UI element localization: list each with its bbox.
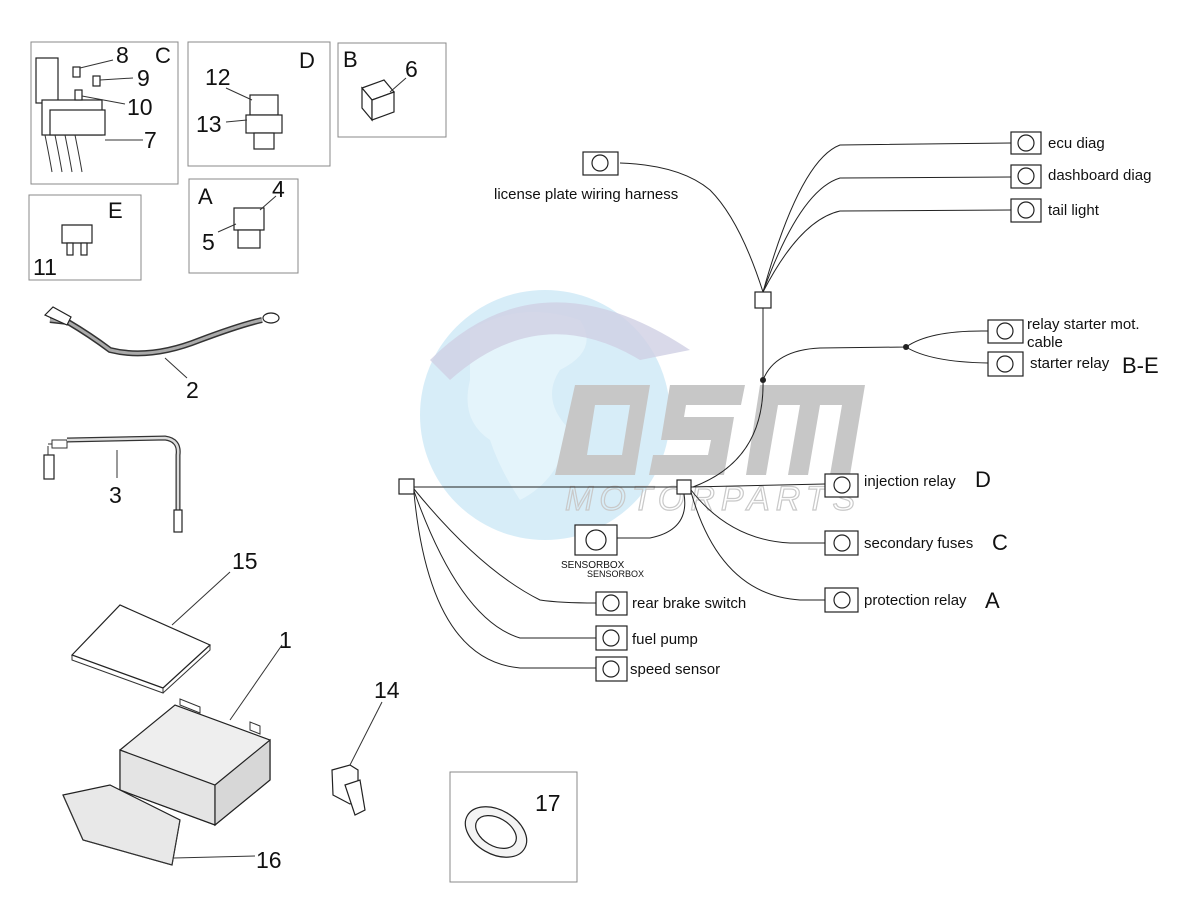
connector-protection-relay	[824, 587, 859, 613]
label-tail-light: tail light	[1048, 202, 1100, 219]
junction-middle	[676, 479, 692, 495]
part-number-11: 11	[33, 254, 57, 280]
part-number-2: 2	[186, 377, 199, 403]
part-number-16: 16	[256, 847, 282, 873]
osm-watermark: MOTORPARTS	[420, 290, 865, 540]
part-number-8: 8	[116, 42, 129, 68]
label-injection-relay: injection relay	[864, 473, 956, 490]
connector-14	[331, 764, 366, 816]
connector-starter-relay	[987, 351, 1024, 377]
part-number-15: 15	[232, 548, 258, 574]
panel-a-letter: A	[198, 184, 213, 209]
connector-sensorbox	[574, 524, 618, 556]
watermark-sub: MOTORPARTS	[565, 480, 861, 518]
label-ecu-diag: ecu diag	[1048, 135, 1105, 152]
tag-secondary-fuses: C	[992, 530, 1008, 555]
label-fuel-pump: fuel pump	[632, 631, 698, 648]
watermark-globe-land	[467, 312, 587, 500]
part-number-3: 3	[109, 482, 122, 508]
connector-ecu-diag	[1010, 131, 1042, 155]
connector-secondary-fuses	[824, 530, 859, 556]
label-starter-relay: starter relay	[1030, 355, 1110, 372]
grommet-icon	[464, 806, 528, 858]
junction-upper	[754, 291, 772, 309]
panel-d-injection-relay: D 12 13	[187, 41, 331, 167]
label-dashboard-diag: dashboard diag	[1048, 167, 1151, 184]
label-relay-starter-1: relay starter mot.	[1027, 316, 1140, 333]
label-sensorbox-1: SENSORBOX	[561, 560, 625, 571]
splice-dot-starter	[903, 344, 909, 350]
panel-grommet: 17	[449, 771, 578, 883]
connector-relay-starter-cable	[987, 319, 1024, 344]
label-license-plate: license plate wiring harness	[494, 186, 678, 203]
part-number-13: 13	[196, 111, 222, 137]
connector-dashboard-diag	[1010, 164, 1042, 189]
connector-injection-relay	[824, 473, 859, 498]
panel-e-letter: E	[108, 198, 123, 223]
part-number-9: 9	[137, 65, 150, 91]
connector-fuel-pump	[595, 625, 628, 651]
panel-d-letter: D	[299, 48, 315, 73]
tag-starter-relay: B-E	[1122, 353, 1159, 378]
panel-a-protection-relay: A 4 5	[188, 176, 299, 274]
sensor-cable	[43, 435, 183, 533]
battery-pad-top	[70, 604, 212, 694]
label-sensorbox-2: SENSORBOX	[587, 569, 644, 579]
panel-b-starter-relay: B 6	[337, 42, 447, 138]
part-number-6: 6	[405, 56, 418, 82]
panel-c-letter: C	[155, 43, 171, 68]
label-relay-starter-2: cable	[1027, 334, 1063, 351]
watermark-letters	[555, 385, 865, 475]
label-rear-brake: rear brake switch	[632, 595, 746, 612]
relay-a-icon	[233, 207, 265, 249]
part-number-14: 14	[374, 677, 400, 703]
splice-dot-main	[760, 377, 766, 383]
connector-license-plate	[582, 151, 619, 176]
relay-b-icon	[360, 79, 396, 122]
part-number-7: 7	[144, 127, 157, 153]
part-number-10: 10	[127, 94, 153, 120]
watermark-swoosh	[430, 302, 690, 380]
blade-fuse-icon	[61, 224, 93, 256]
part-number-12: 12	[205, 64, 231, 90]
panel-b-letter: B	[343, 47, 358, 72]
relay-d-icon	[245, 94, 283, 150]
label-speed-sensor: speed sensor	[630, 661, 720, 678]
battery-pad-bottom	[62, 784, 181, 866]
tag-injection-relay: D	[975, 467, 991, 492]
battery	[119, 698, 271, 827]
part-number-17: 17	[535, 790, 561, 816]
connector-speed-sensor	[595, 656, 628, 682]
connector-rear-brake	[595, 591, 628, 616]
tag-protection-relay: A	[985, 588, 1000, 613]
part-number-1: 1	[279, 627, 292, 653]
battery-cable	[43, 306, 280, 357]
part-number-4: 4	[272, 176, 285, 202]
wiring-harness: license plate wiring harness ecu diag da…	[398, 131, 1159, 682]
connector-tail-light	[1010, 198, 1042, 223]
junction-left	[398, 478, 415, 495]
panel-c-fuse-box: C 8 9 10 7	[30, 41, 179, 185]
label-secondary-fuses: secondary fuses	[864, 535, 973, 552]
panel-e-fuse: E 11	[28, 194, 142, 281]
part-number-5: 5	[202, 229, 215, 255]
label-protection-relay: protection relay	[864, 592, 967, 609]
fuse-box-icon	[35, 57, 106, 173]
